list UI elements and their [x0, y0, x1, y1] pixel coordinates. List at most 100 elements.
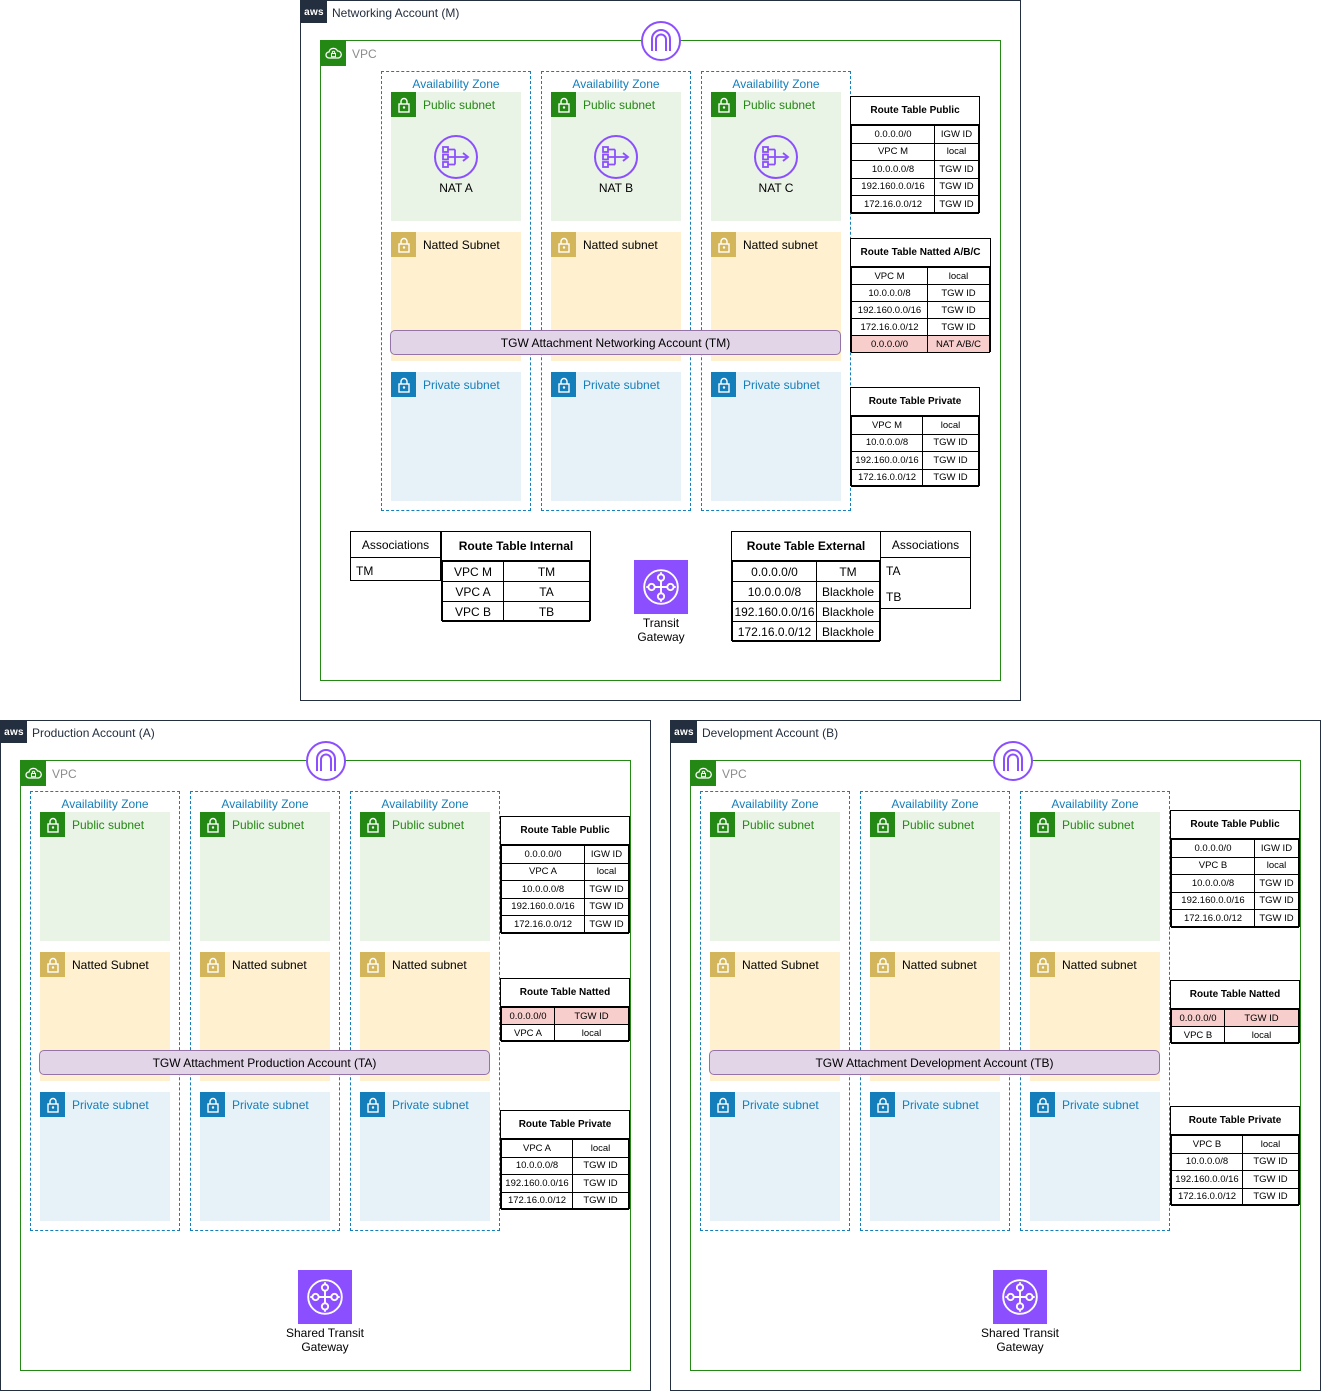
subnet-label: Public subnet — [423, 98, 496, 112]
subnet-label: Natted subnet — [392, 958, 467, 972]
subnet-lock-icon — [391, 92, 416, 117]
nat-gateway-icon — [433, 134, 479, 180]
az-label: Availability Zone — [221, 797, 309, 811]
association-item: TB — [886, 590, 902, 604]
route-target: TGW ID — [584, 880, 629, 899]
vpc-label: VPC — [722, 767, 747, 781]
private-subnet: Private subnet — [40, 1092, 170, 1221]
az-label: Availability Zone — [732, 77, 820, 91]
az-label: Availability Zone — [891, 797, 979, 811]
subnet-label: Natted Subnet — [742, 958, 819, 972]
az-label: Availability Zone — [1051, 797, 1139, 811]
route-destination: 10.0.0.0/8 — [1171, 1152, 1243, 1171]
route-destination: 0.0.0.0/0 — [732, 561, 817, 582]
route-destination: VPC B — [1171, 1026, 1225, 1044]
subnet-lock-icon — [200, 1092, 225, 1117]
route-target: TGW ID — [934, 195, 979, 214]
route-target: TGW ID — [554, 1007, 629, 1025]
subnet-lock-icon — [710, 952, 735, 977]
route-target: local — [554, 1024, 629, 1042]
route-target: TGW ID — [1242, 1187, 1299, 1206]
route-destination: 10.0.0.0/8 — [851, 160, 935, 179]
subnet-lock-icon — [870, 952, 895, 977]
route-target: TGW ID — [584, 897, 629, 916]
route-destination: 192.160.0.0/16 — [501, 1174, 573, 1193]
gateway-label-line2: Gateway — [301, 1340, 349, 1354]
route-table-title: Route Table Natted — [501, 979, 629, 1007]
subnet-lock-icon — [360, 1092, 385, 1117]
route-target: Blackhole — [816, 581, 880, 602]
route-target: local — [584, 862, 629, 881]
route-table-title: Route Table Internal — [442, 532, 590, 561]
route-target: TGW ID — [927, 301, 990, 319]
subnet-label: Private subnet — [583, 378, 660, 392]
public-subnet: Public subnet — [360, 812, 490, 941]
route-destination: VPC A — [501, 1024, 555, 1042]
route-destination: VPC B — [1171, 1135, 1243, 1154]
route-table-title: Route Table Private — [501, 1111, 629, 1139]
subnet-lock-icon — [551, 232, 576, 257]
tgw-attachment: TGW Attachment Production Account (TA) — [39, 1050, 490, 1075]
subnet-label: Public subnet — [392, 818, 465, 832]
route-table-title: Route Table Natted — [1171, 981, 1299, 1009]
route-target: local — [572, 1139, 629, 1158]
route-target: local — [922, 416, 979, 435]
route-destination: 172.16.0.0/12 — [732, 621, 817, 642]
subnet-lock-icon — [40, 1092, 65, 1117]
subnet-label: Natted subnet — [583, 238, 658, 252]
route-target: local — [934, 142, 979, 161]
aws-logo-icon: aws — [671, 721, 697, 743]
aws-logo-icon: aws — [301, 1, 327, 23]
route-target: local — [927, 267, 990, 285]
route-destination: 10.0.0.0/8 — [1171, 874, 1255, 893]
gateway-label-line2: Gateway — [637, 630, 685, 644]
subnet-label: Private subnet — [232, 1098, 309, 1112]
subnet-label: Public subnet — [743, 98, 816, 112]
subnet-lock-icon — [1030, 1092, 1055, 1117]
route-destination: 172.16.0.0/12 — [501, 915, 585, 934]
route-target: TB — [503, 601, 590, 622]
subnet-label: Private subnet — [72, 1098, 149, 1112]
route-destination: 172.16.0.0/12 — [1171, 909, 1255, 928]
subnet-lock-icon — [870, 1092, 895, 1117]
route-target: TGW ID — [1242, 1152, 1299, 1171]
private-subnet: Private subnet — [870, 1092, 1000, 1221]
subnet-lock-icon — [40, 952, 65, 977]
private-subnet: Private subnet — [551, 372, 681, 501]
subnet-label: Private subnet — [742, 1098, 819, 1112]
associations-title: Associations — [881, 532, 970, 558]
subnet-label: Private subnet — [423, 378, 500, 392]
route-destination: 10.0.0.0/8 — [732, 581, 817, 602]
route-destination: VPC A — [501, 862, 585, 881]
route-destination: 172.16.0.0/12 — [1171, 1187, 1243, 1206]
route-destination: 192.160.0.0/16 — [1171, 1170, 1243, 1189]
route-target: TGW ID — [934, 177, 979, 196]
